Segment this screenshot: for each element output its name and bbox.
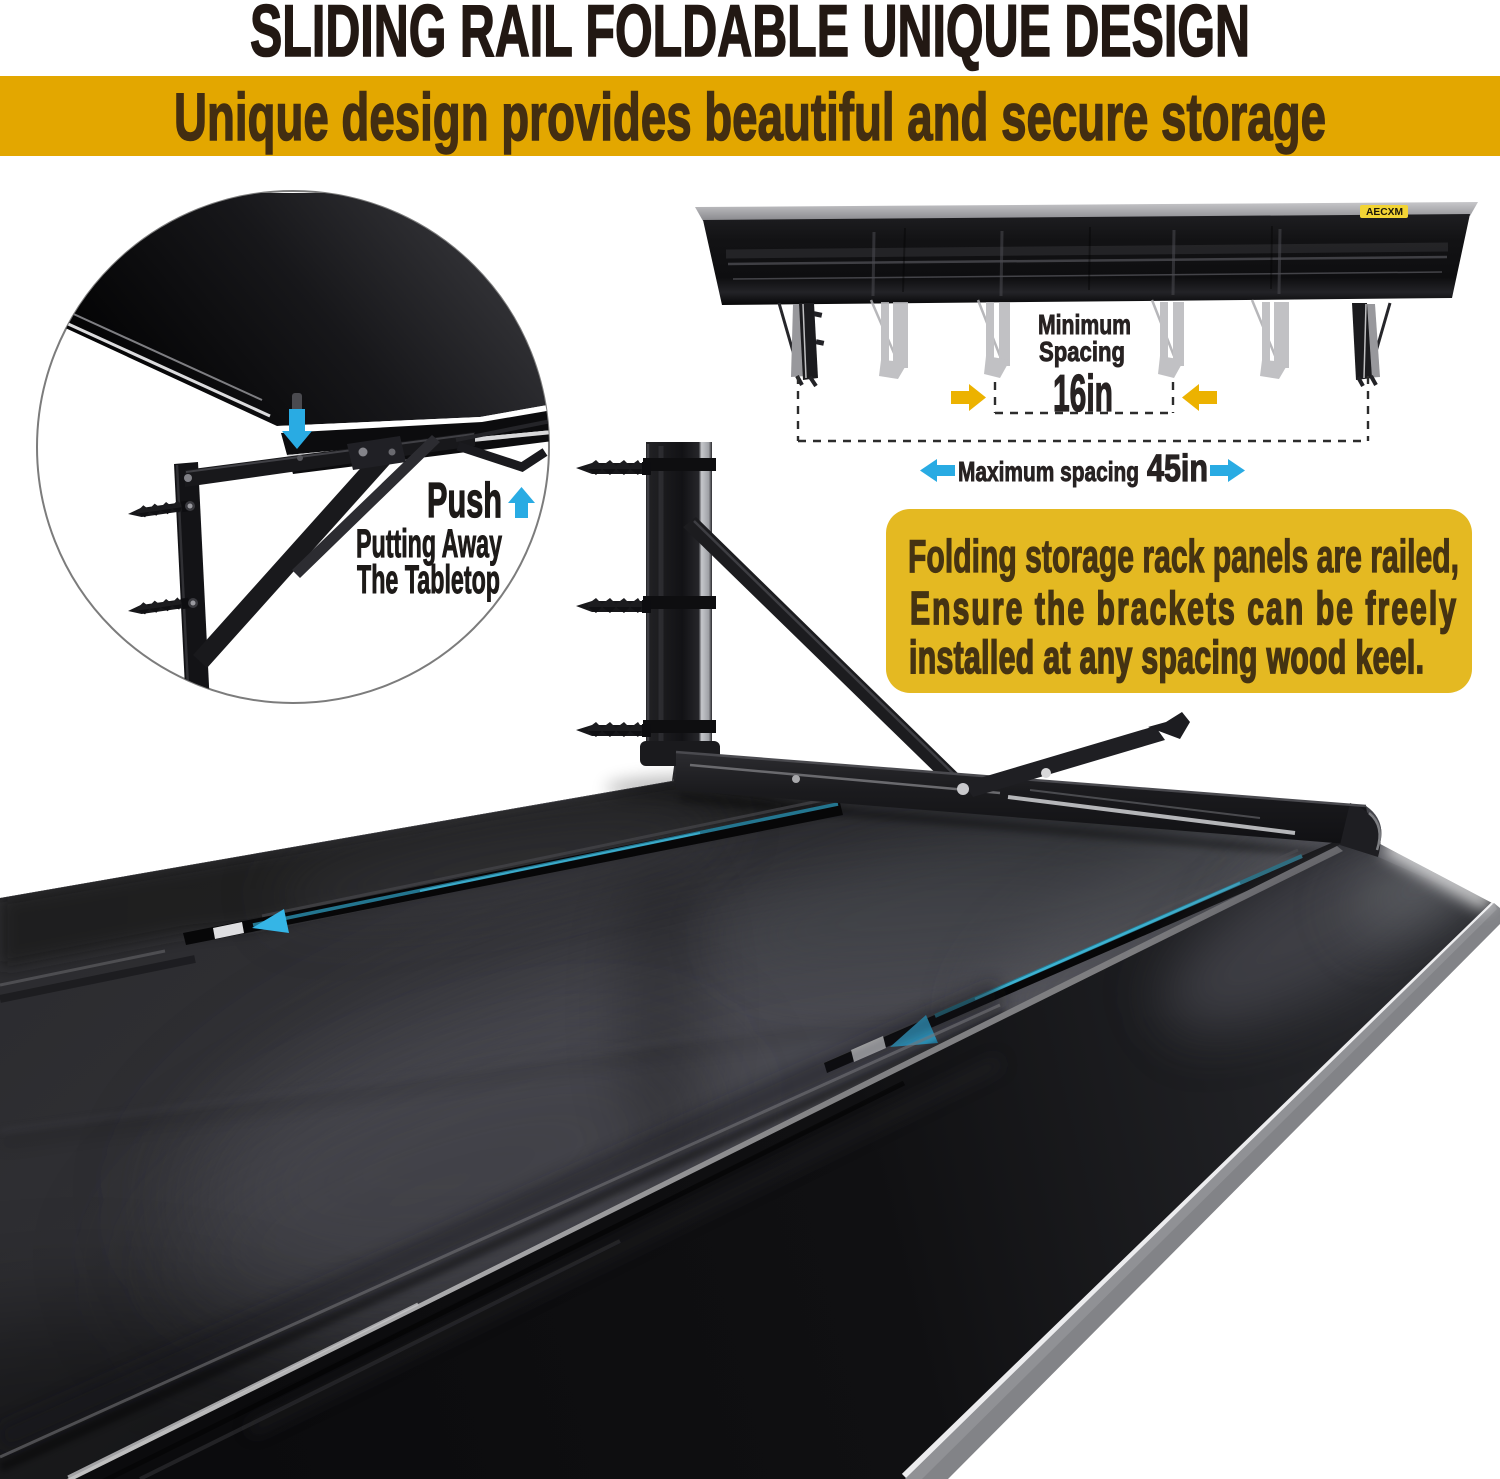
svg-text:Minimum: Minimum xyxy=(1038,309,1131,340)
svg-text:16in: 16in xyxy=(1053,365,1113,423)
svg-text:Ensure the brackets can be fre: Ensure the brackets can be freely xyxy=(910,584,1456,635)
svg-text:SLIDING RAIL FOLDABLE UNIQUE D: SLIDING RAIL FOLDABLE UNIQUE DESIGN xyxy=(250,0,1250,72)
svg-text:Unique design provides beautif: Unique design provides beautiful and sec… xyxy=(174,80,1326,155)
svg-text:The Tabletop: The Tabletop xyxy=(357,558,500,602)
svg-text:AECXM: AECXM xyxy=(1366,206,1403,218)
svg-text:Maximum spacing: Maximum spacing xyxy=(958,456,1139,487)
svg-text:Folding storage rack panels ar: Folding storage rack panels are railed, xyxy=(908,530,1459,582)
svg-text:Spacing: Spacing xyxy=(1039,336,1125,367)
svg-text:installed at any spacing wood: installed at any spacing wood keel. xyxy=(909,633,1424,684)
svg-text:45in: 45in xyxy=(1147,448,1208,490)
svg-text:Push: Push xyxy=(427,474,502,528)
svg-text:Putting Away: Putting Away xyxy=(356,522,502,566)
